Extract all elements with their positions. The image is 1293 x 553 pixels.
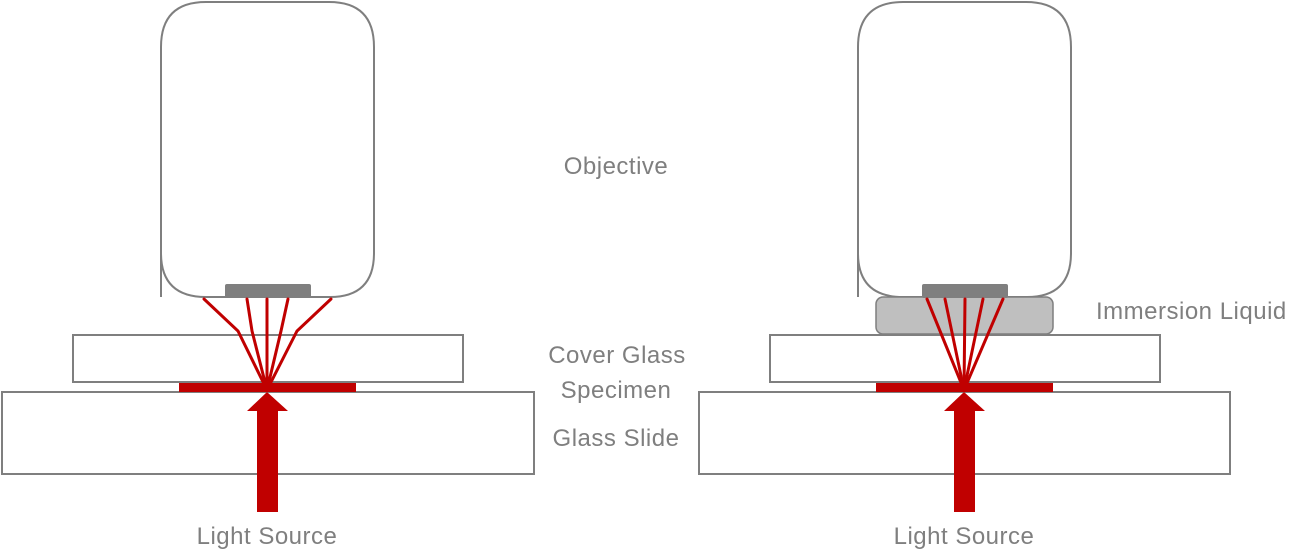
cover-glass-label: Cover Glass [548,342,686,369]
left-light-rays [202,297,333,392]
glass-slide-label: Glass Slide [552,425,680,452]
objective-label: Objective [563,153,669,180]
right-panel [698,1,1231,512]
specimen-label: Specimen [560,377,672,404]
immersion-liquid-label: Immersion Liquid [1096,298,1287,325]
right-front-lens [922,284,1008,298]
left-objective-body [160,1,375,298]
right-light-arrow [944,392,985,512]
light-source-left-label: Light Source [196,523,338,550]
right-objective-body [857,1,1072,298]
left-light-arrow [247,392,288,512]
light-source-right-label: Light Source [893,523,1035,550]
left-front-lens [225,284,311,298]
right-light-rays [925,297,1005,392]
left-panel [1,1,535,512]
